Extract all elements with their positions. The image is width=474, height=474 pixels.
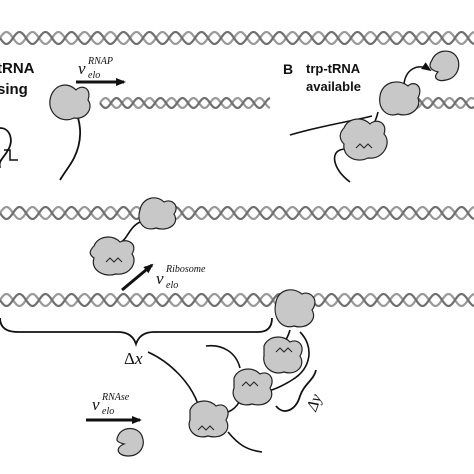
ribosome bbox=[339, 118, 388, 161]
ribosome-velocity-symbol: v bbox=[156, 269, 164, 288]
panel-a-label-line2: sing bbox=[0, 81, 28, 98]
dna-strand bbox=[0, 30, 474, 46]
dna-strand bbox=[0, 205, 474, 221]
dna-strand bbox=[0, 205, 474, 221]
rnap-enzyme bbox=[138, 197, 177, 230]
rnap-velocity-label: v RNAP elo bbox=[78, 56, 113, 81]
rnap-velocity-superscript: RNAP bbox=[87, 56, 113, 67]
dna-strand bbox=[99, 96, 271, 110]
rnase-velocity-subscript: elo bbox=[102, 406, 114, 417]
mrna-strand bbox=[289, 115, 373, 136]
rnase-velocity-superscript: RNAse bbox=[101, 392, 130, 403]
rnap-enzyme bbox=[49, 84, 91, 121]
mrna-strand bbox=[59, 109, 82, 181]
delta-y-brace bbox=[275, 369, 317, 412]
panel-b-label-line1: trp-tRNA bbox=[306, 61, 361, 76]
released-ribosome-subunit bbox=[429, 50, 460, 82]
dna-helix-panel-a-gene bbox=[99, 96, 271, 110]
ribosome-velocity-label: v Ribosome elo bbox=[156, 264, 206, 291]
ribosome bbox=[89, 236, 135, 276]
release-arrow bbox=[403, 62, 432, 87]
ribosome-velocity-arrow bbox=[121, 263, 154, 292]
rnap-enzyme bbox=[379, 81, 421, 116]
panel-b-letter: B bbox=[283, 61, 293, 77]
delta-x-brace bbox=[0, 317, 273, 347]
delta-x-symbol: Δ bbox=[124, 349, 135, 368]
panel-a-label-line1: tRNA bbox=[0, 60, 35, 77]
ribosome bbox=[188, 400, 229, 438]
delta-x-label: Δ x bbox=[124, 349, 143, 368]
rnap-velocity-symbol: v bbox=[78, 59, 86, 78]
ribosome-velocity-superscript: Ribosome bbox=[165, 264, 206, 275]
mrna-strand bbox=[147, 351, 199, 405]
dna-strand bbox=[99, 96, 271, 110]
dna-strand bbox=[0, 30, 474, 46]
rnap-velocity-subscript: elo bbox=[88, 70, 100, 81]
mrna-strand bbox=[205, 344, 241, 369]
mrna-strand bbox=[227, 431, 263, 453]
rnap-enzyme bbox=[274, 289, 316, 328]
delta-y-label: Δy bbox=[303, 391, 325, 414]
ribosome-velocity-subscript: elo bbox=[166, 280, 178, 291]
dna-helix-lower bbox=[0, 292, 474, 308]
terminator-hairpin bbox=[4, 149, 18, 161]
dna-helix-middle bbox=[0, 205, 474, 221]
rnase-velocity-symbol: v bbox=[92, 395, 100, 414]
dna-helix-top bbox=[0, 30, 474, 46]
rnase-enzyme bbox=[116, 427, 144, 457]
dna-strand bbox=[0, 292, 474, 308]
mrna-loop bbox=[0, 127, 12, 168]
panel-b-label-line2: available bbox=[306, 79, 361, 94]
dna-strand bbox=[0, 292, 474, 308]
ribosome bbox=[263, 336, 303, 374]
rnase-velocity-label: v RNAse elo bbox=[92, 392, 130, 417]
ribosome bbox=[232, 368, 273, 406]
delta-x-variable: x bbox=[134, 349, 143, 368]
